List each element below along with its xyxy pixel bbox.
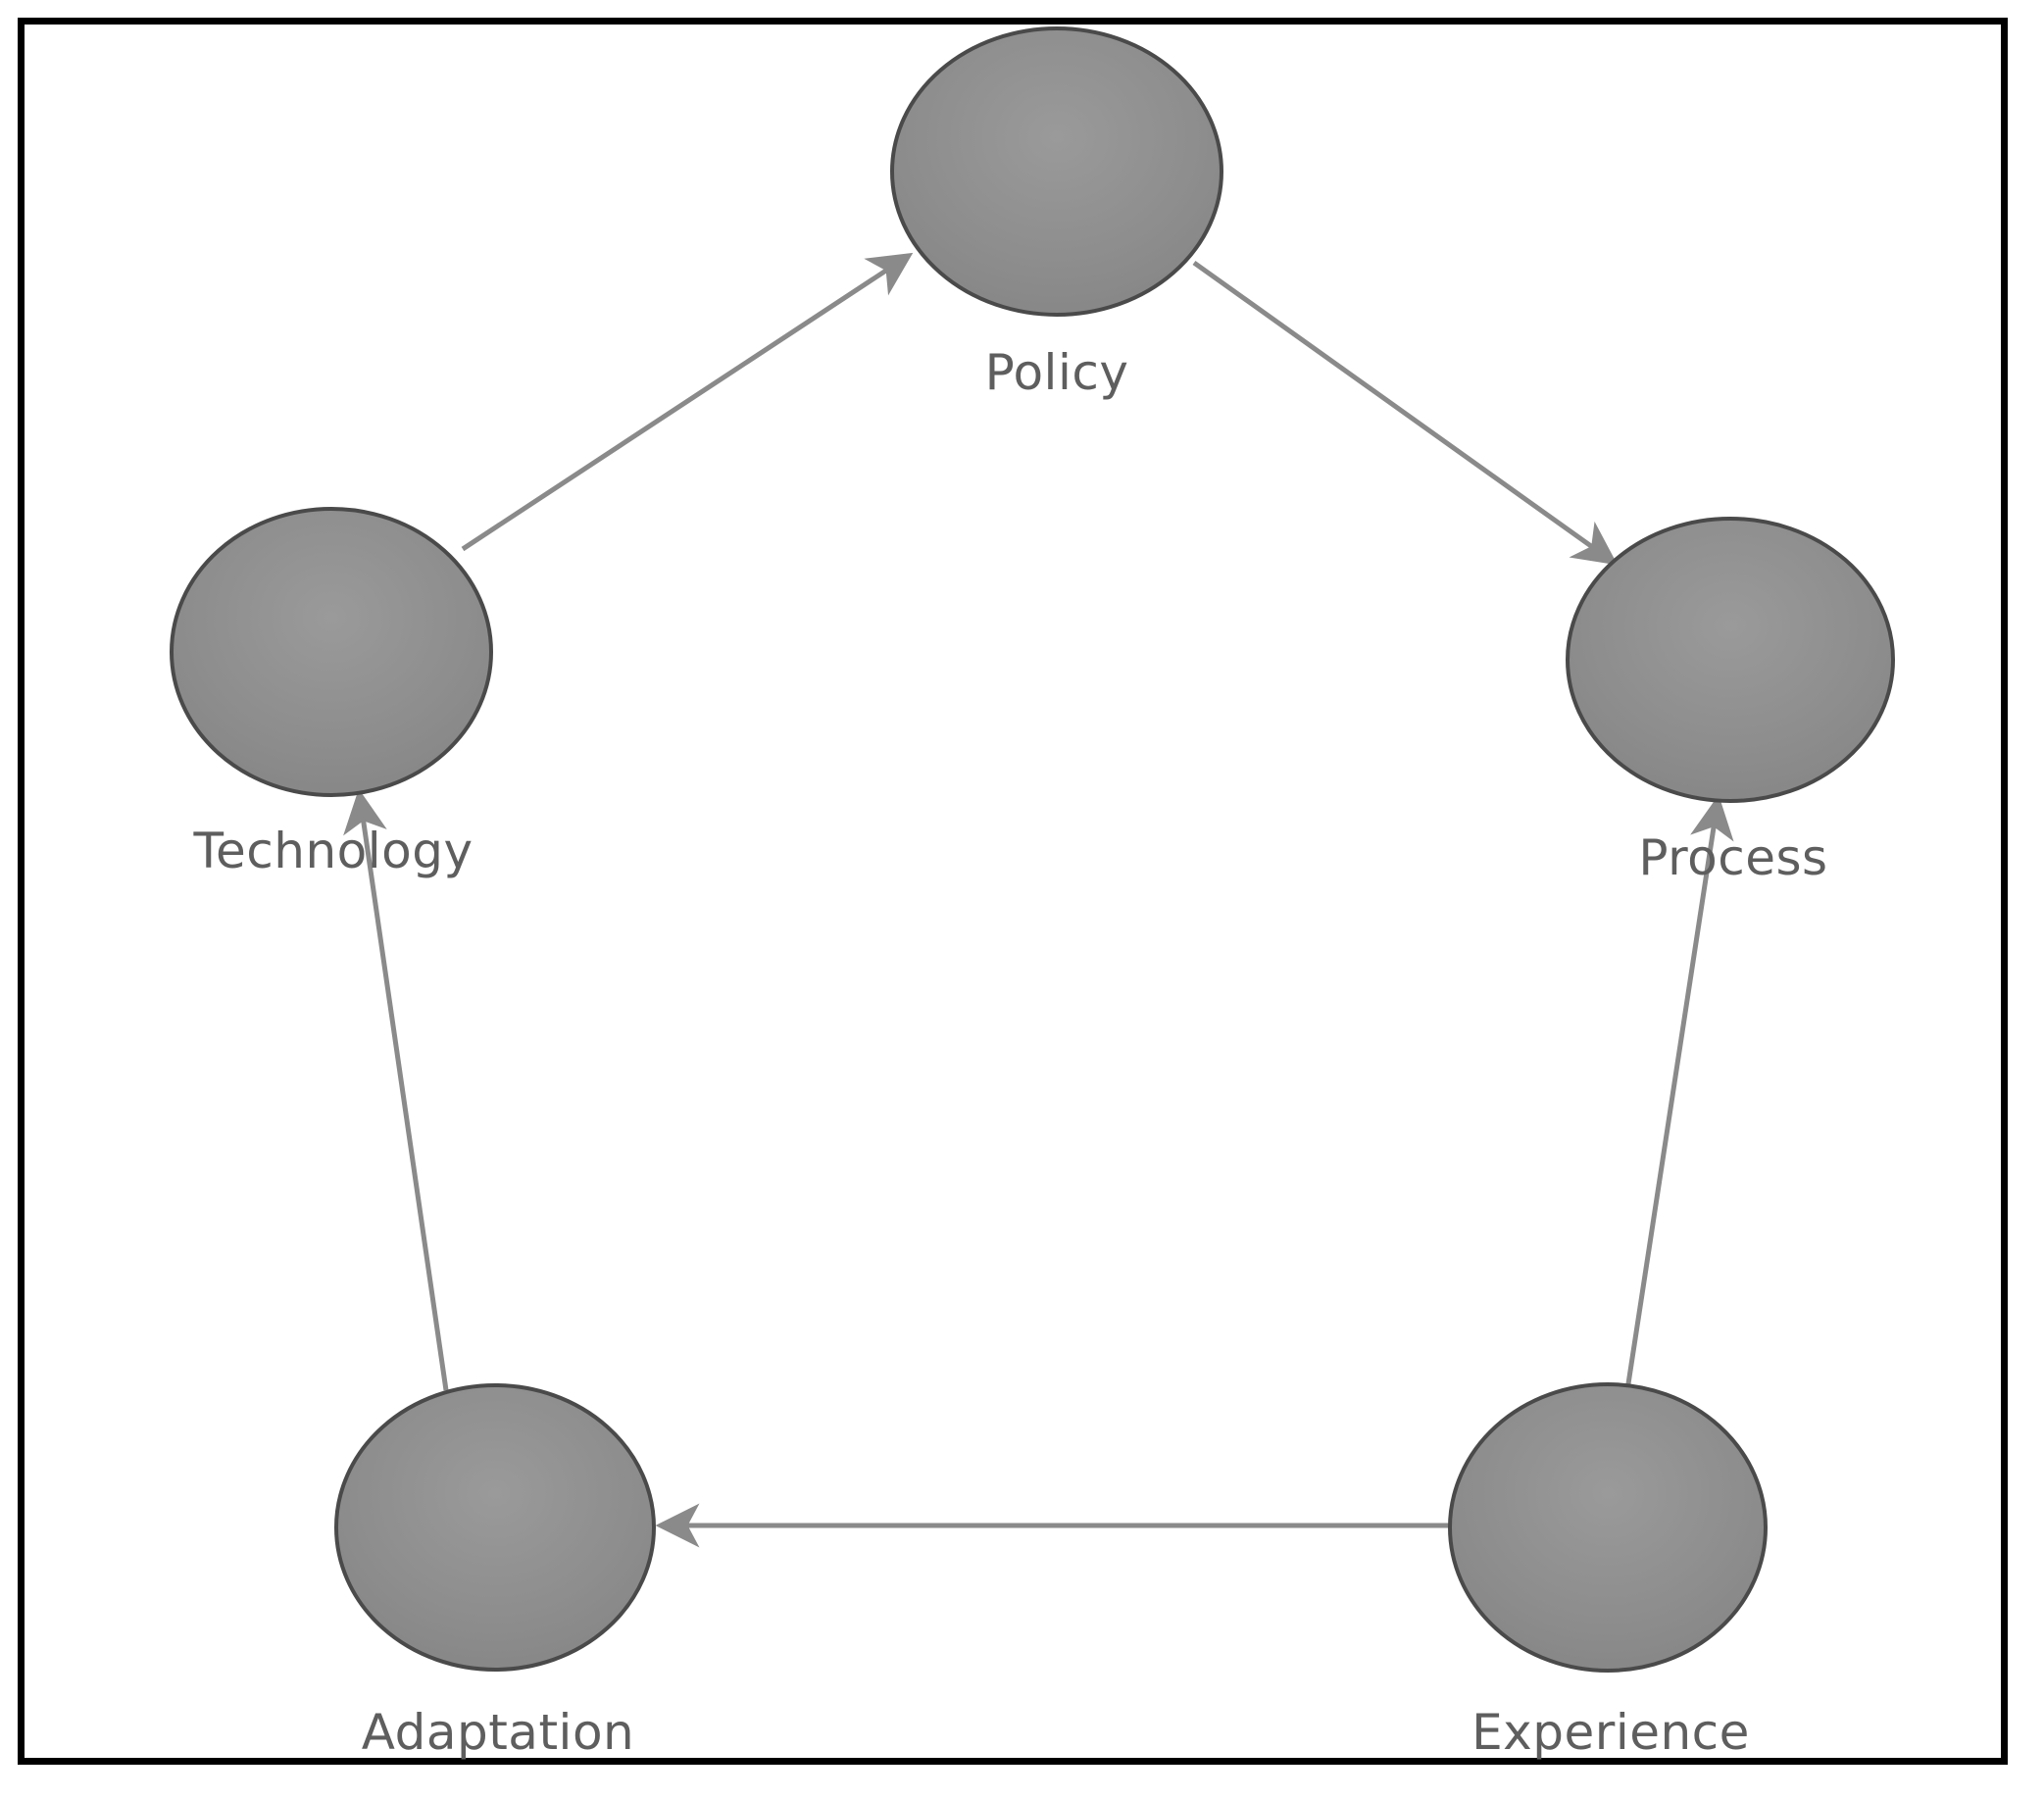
edge-arrow-experience-to-process xyxy=(1624,794,1734,1391)
node-label-policy: Policy xyxy=(984,344,1129,401)
figure-border-frame xyxy=(18,18,2008,1765)
edge-arrow-adaptation-to-technology xyxy=(343,788,449,1391)
edge-arrow-technology-to-policy xyxy=(461,252,914,552)
node-ellipse-process[interactable] xyxy=(1566,517,1895,803)
node-label-technology: Technology xyxy=(193,823,474,879)
node-ellipse-experience[interactable] xyxy=(1448,1382,1768,1673)
node-label-process: Process xyxy=(1638,829,1828,886)
node-label-adaptation: Adaptation xyxy=(361,1704,635,1761)
nodes-layer xyxy=(170,26,1895,1673)
node-ellipse-policy[interactable] xyxy=(890,26,1223,317)
node-ellipse-adaptation[interactable] xyxy=(334,1383,656,1672)
edge-arrow-policy-to-process xyxy=(1192,260,1619,566)
node-ellipse-technology[interactable] xyxy=(170,507,493,797)
node-label-experience: Experience xyxy=(1471,1704,1750,1761)
edges-layer xyxy=(343,252,1734,1548)
